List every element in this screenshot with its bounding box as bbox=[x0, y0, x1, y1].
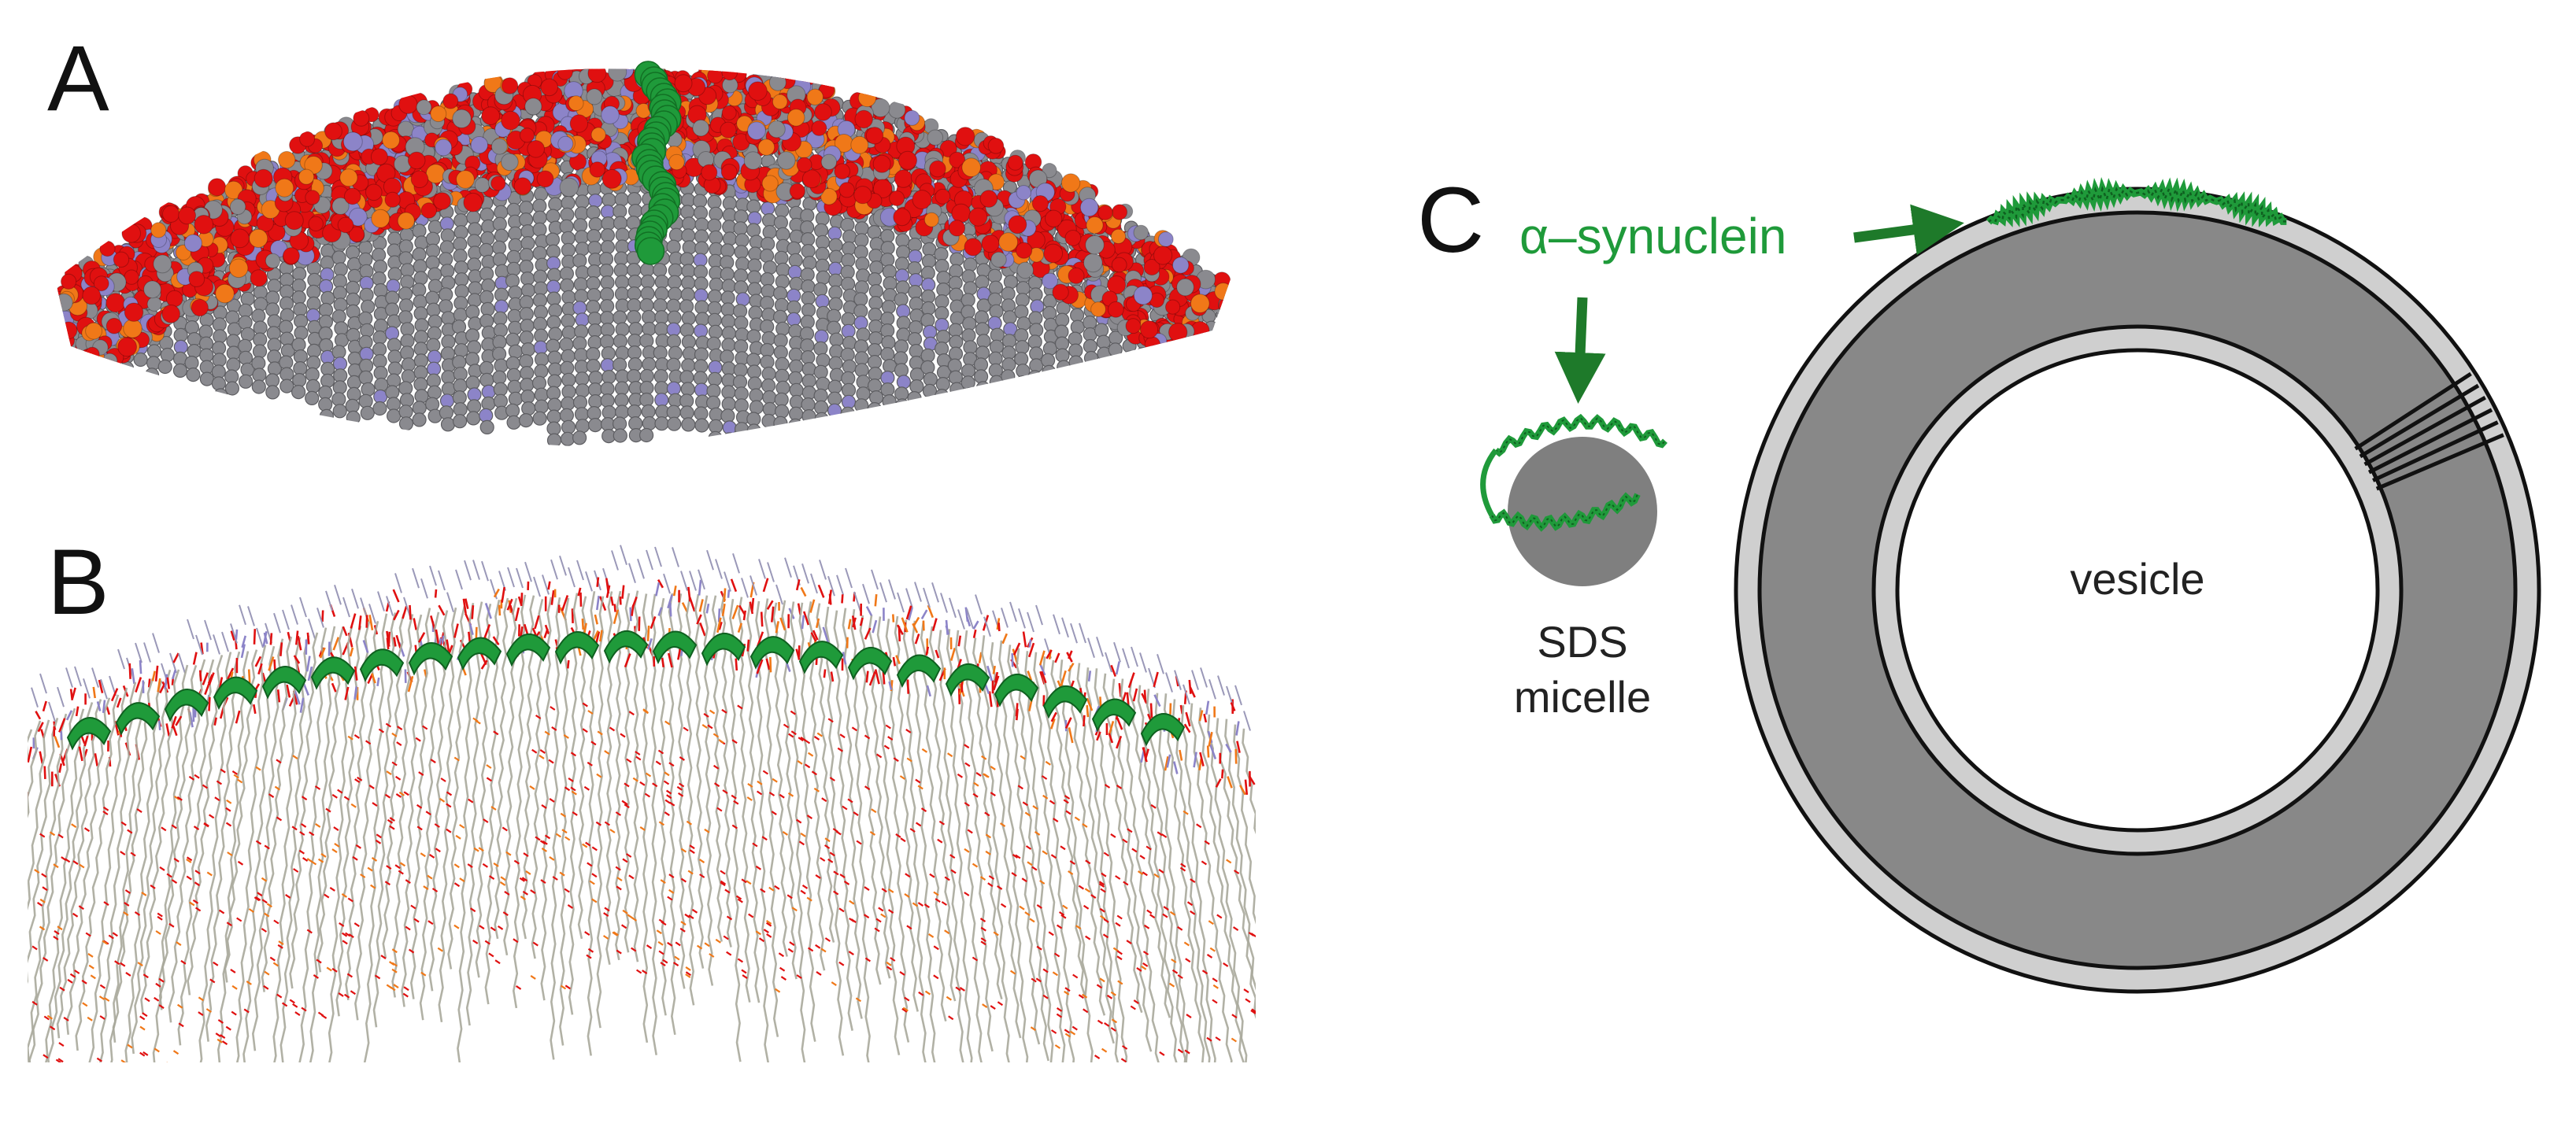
panel-a: A bbox=[47, 27, 1236, 449]
panel-c-letter: C bbox=[1417, 168, 1484, 272]
panel-b-lipid-sticks bbox=[28, 545, 1256, 1062]
micelle-diagram: SDS micelle bbox=[1480, 413, 1667, 722]
panel-a-lipid-tails bbox=[55, 73, 1232, 449]
panel-b-letter: B bbox=[47, 530, 109, 634]
panel-a-letter: A bbox=[47, 27, 109, 131]
panel-b: B bbox=[28, 530, 1256, 1062]
vesicle-lumen bbox=[1895, 348, 2380, 833]
vesicle-lipid-molecules bbox=[2354, 371, 2504, 491]
arrow-to-vesicle bbox=[1853, 204, 1964, 256]
panel-a-bilayer-spheres bbox=[55, 68, 1236, 449]
panel-a-lipid-headgroups bbox=[55, 68, 1236, 407]
panel-a-alpha-synuclein-helix bbox=[631, 61, 682, 265]
micelle-alpha-synuclein bbox=[1480, 413, 1667, 532]
panel-c: C vesicle SDS micelle α–synuclein bbox=[1417, 168, 2541, 994]
sds-micelle-sphere bbox=[1508, 437, 1657, 586]
panel-b-alpha-synuclein-helix bbox=[66, 630, 1186, 751]
arrow-to-micelle bbox=[1554, 297, 1606, 404]
micelle-label-line2: micelle bbox=[1514, 672, 1651, 722]
vesicle-diagram: vesicle bbox=[1734, 177, 2541, 994]
micelle-label-line1: SDS bbox=[1537, 617, 1627, 667]
alpha-synuclein-label: α–synuclein bbox=[1519, 208, 1786, 264]
vesicle-label: vesicle bbox=[2070, 554, 2204, 604]
vesicle-alpha-synuclein bbox=[1986, 177, 2287, 228]
